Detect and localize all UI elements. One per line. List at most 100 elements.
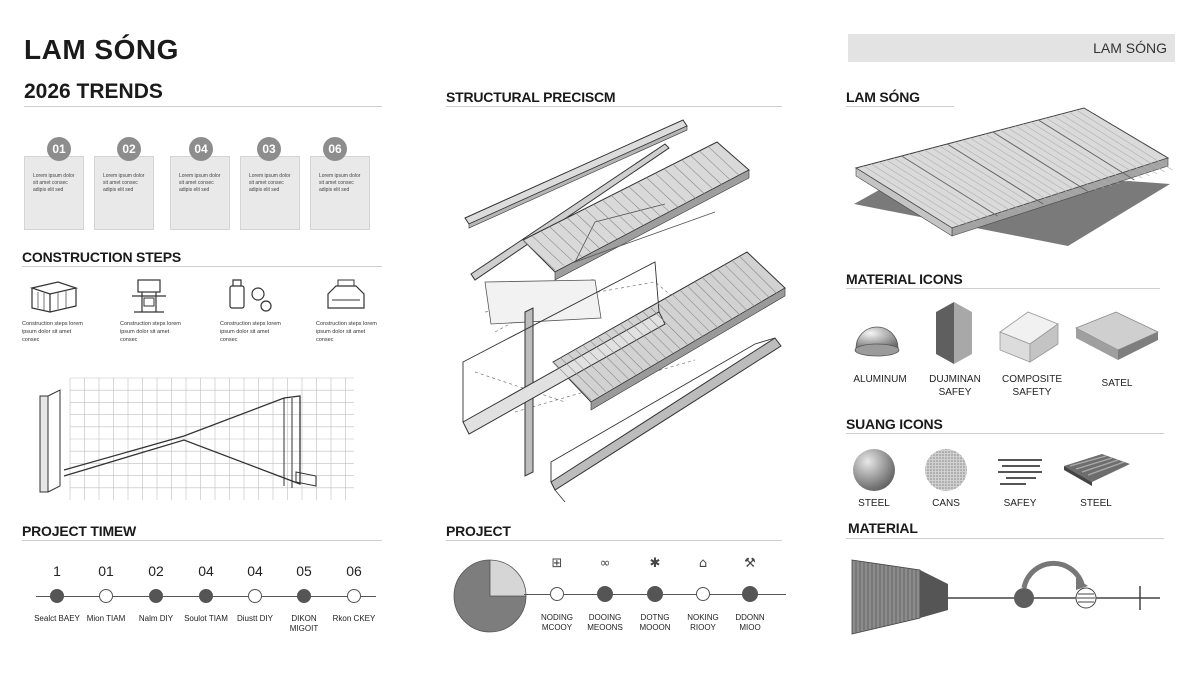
divider	[446, 540, 782, 541]
trend-card-text: Lorem ipsum dolor sit amet consec adipis…	[179, 173, 221, 193]
page-title: LAM SÓNG	[24, 34, 179, 65]
material-icons-heading: MATERIAL ICONS	[846, 271, 963, 287]
stripes-icon	[998, 459, 1042, 485]
page-subtitle: 2026 TRENDS	[24, 80, 163, 103]
divider	[846, 538, 1164, 539]
divider	[846, 106, 954, 107]
slab-icon	[1075, 311, 1159, 360]
grid-squares-icon: ⊞	[551, 556, 563, 571]
project-step-node	[647, 586, 663, 602]
trend-card-text: Lorem ipsum dolor sit amet consec adipis…	[103, 173, 145, 193]
timeline-node	[297, 589, 311, 603]
suang-icon-label: CANS	[932, 498, 960, 509]
roof-mount-icon	[327, 279, 365, 309]
project-step-node	[597, 586, 613, 602]
fastener-tools-icon	[229, 279, 272, 312]
timeline-label: Mion TIAM	[86, 614, 126, 623]
tool-icon: ⚒	[744, 556, 756, 571]
step-text: Construction steps lorem ipsum dolor sit…	[316, 321, 377, 343]
timeline-number: 02	[148, 563, 164, 579]
project-step-label: NODING MCOOY	[541, 613, 573, 632]
project-step-label: DOTNG MOOON	[639, 613, 671, 632]
trend-card-text: Lorem ipsum dolor sit amet consec adipis…	[33, 173, 75, 193]
suang-icon-label: STEEL	[858, 498, 890, 509]
timeline-number: 04	[198, 563, 214, 579]
pie-slice	[453, 559, 527, 633]
timeline-number: 04	[247, 563, 263, 579]
material-icon-label: COMPOSITE SAFETY	[1001, 374, 1062, 398]
project-heading: PROJECT	[446, 523, 511, 539]
project-step-label: DOOING MEOONS	[587, 613, 623, 632]
trend-card-text: Lorem ipsum dolor sit amet consec adipis…	[249, 173, 291, 193]
trend-card-text: Lorem ipsum dolor sit amet consec adipis…	[319, 173, 361, 193]
trend-card-number: 06	[323, 137, 347, 161]
timeline-label: Sealct BAEY	[34, 614, 80, 623]
lam-song-panel-illustration	[854, 107, 1173, 246]
timeline-node	[347, 589, 361, 603]
steel-sphere-icon	[853, 449, 895, 491]
timeline-node	[50, 589, 64, 603]
trend-card-number: 03	[257, 137, 281, 161]
timeline-node	[248, 589, 262, 603]
material-icon-label: DUJMINAN SAFEY	[929, 374, 981, 398]
textured-sphere-icon	[925, 449, 967, 491]
divider	[24, 106, 382, 107]
divider	[22, 540, 382, 541]
divider	[846, 288, 1160, 289]
structural-heading: STRUCTURAL PRECISCM	[446, 89, 616, 105]
signal-tower-icon: ⌂	[698, 556, 708, 571]
timeline-node	[99, 589, 113, 603]
timeline-label: Rkon CKEY	[332, 614, 376, 623]
timeline-number: 06	[346, 563, 362, 579]
timeline-number: 05	[296, 563, 312, 579]
corner-title-box: LAM SÓNG	[848, 34, 1175, 62]
divider	[846, 433, 1164, 434]
project-step-label: NOKING RIOOY	[687, 613, 719, 632]
project-step-node	[550, 587, 564, 601]
trend-card: 03 Lorem ipsum dolor sit amet consec adi…	[240, 137, 300, 230]
step-text: Construction steps lorem ipsum dolor sit…	[22, 321, 83, 343]
divider	[446, 106, 782, 107]
timeline-node	[199, 589, 213, 603]
corrugated-sheet-icon	[1064, 454, 1130, 486]
project-step-label: DDONN MIOO	[735, 613, 765, 632]
project-step-node	[742, 586, 758, 602]
construction-heading: CONSTRUCTION STEPS	[22, 249, 181, 265]
suang-icons-heading: SUANG ICONS	[846, 416, 943, 432]
project-pie-chart	[453, 559, 527, 633]
material-icon-label: ALUMINUM	[853, 374, 907, 385]
trend-card: 02 Lorem ipsum dolor sit amet consec adi…	[94, 137, 154, 230]
material-icon-label: SATEL	[1101, 378, 1133, 389]
gear-plant-icon: ✱	[649, 556, 661, 571]
timeline-node	[149, 589, 163, 603]
trend-card: 06 Lorem ipsum dolor sit amet consec adi…	[310, 137, 370, 230]
suang-icon-label: STEEL	[1080, 498, 1112, 509]
timeline-heading: PROJECT TIMEW	[22, 523, 137, 539]
trend-card: 01 Lorem ipsum dolor sit amet consec adi…	[24, 137, 84, 230]
suang-icon-label: SAFEY	[1003, 498, 1037, 509]
timeline-number: 1	[53, 563, 61, 579]
step-text: Construction steps lorem ipsum dolor sit…	[120, 321, 181, 343]
exploded-louver-diagram	[462, 119, 786, 503]
trend-card-number: 01	[47, 137, 71, 161]
panel-assembly-icon	[29, 281, 79, 313]
project-step-node	[696, 587, 710, 601]
trend-card-number: 04	[189, 137, 213, 161]
timeline-label: Diustt DIY	[236, 614, 273, 623]
step-text: Construction steps lorem ipsum dolor sit…	[220, 321, 281, 343]
cube-icon	[999, 311, 1059, 363]
timeline-number: 01	[98, 563, 114, 579]
pie-slice	[489, 559, 527, 597]
divider	[22, 266, 382, 267]
timeline-label: Soulot TIAM	[184, 614, 228, 623]
material-heading: MATERIAL	[848, 520, 918, 536]
prism-icon	[936, 302, 972, 364]
trend-card: 04 Lorem ipsum dolor sit amet consec adi…	[170, 137, 230, 230]
loop-nodes-icon: ∞	[599, 556, 611, 571]
clamp-fixture-icon	[132, 279, 166, 313]
corner-title-label: LAM SÓNG	[1093, 40, 1167, 56]
material-process-diagram	[851, 559, 1160, 635]
trend-card-number: 02	[117, 137, 141, 161]
lam-song-heading: LAM SÓNG	[846, 89, 920, 105]
dome-icon	[854, 326, 900, 357]
